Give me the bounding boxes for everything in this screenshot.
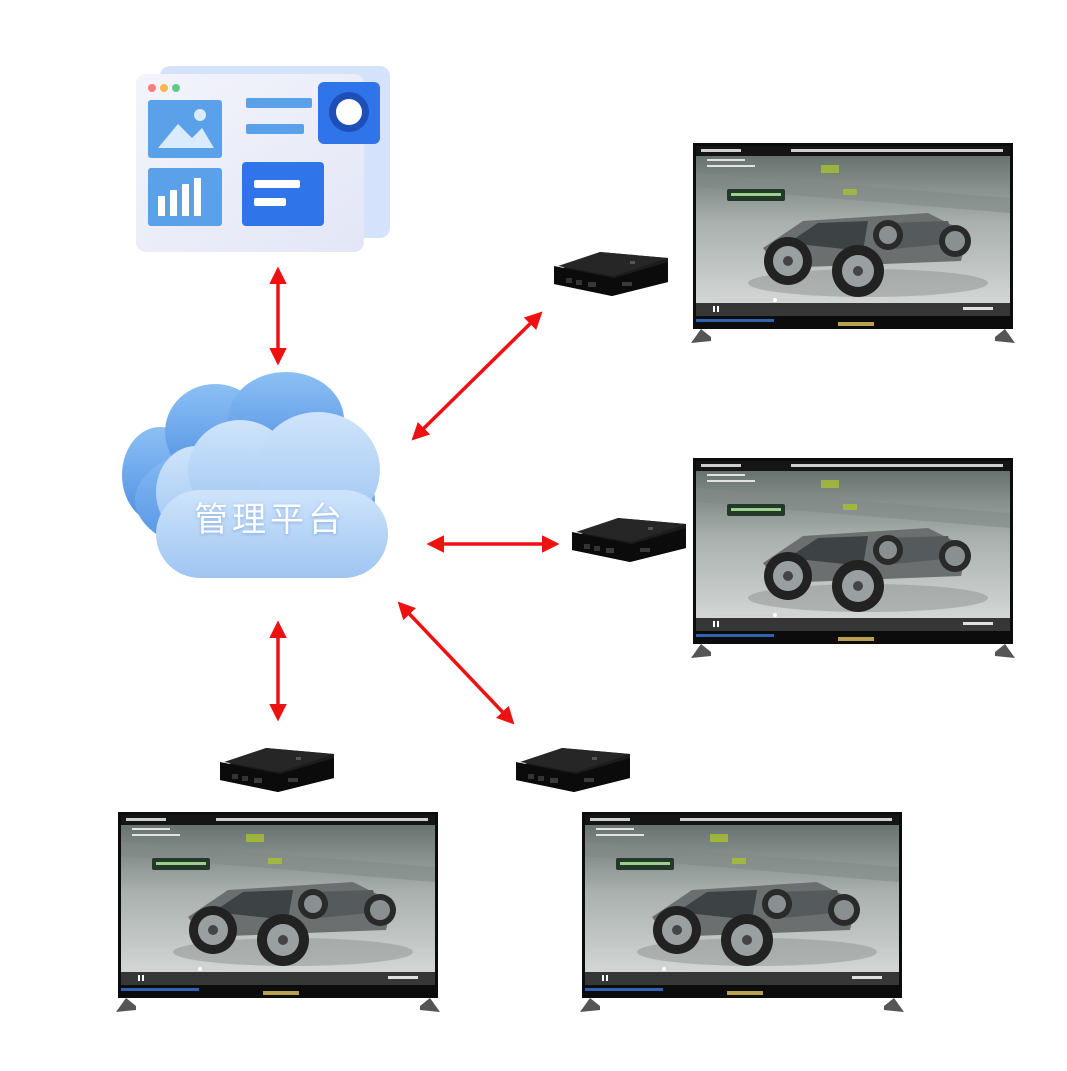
cloud-icon <box>122 372 388 578</box>
display-screen-1 <box>691 143 1015 343</box>
arrow-platform-player-4 <box>397 601 515 725</box>
display-screen-4 <box>580 812 904 1012</box>
media-player-4 <box>516 748 630 792</box>
arrows <box>269 266 560 725</box>
display-screen-3 <box>116 812 440 1012</box>
platform-label: 管理平台 <box>194 500 346 540</box>
dashboard-window-icon <box>136 66 390 252</box>
media-player-1 <box>554 252 668 296</box>
display-screen-2 <box>691 458 1015 658</box>
media-player-3 <box>220 748 334 792</box>
arrow-platform-player-1 <box>411 311 543 441</box>
media-player-2 <box>572 518 686 562</box>
